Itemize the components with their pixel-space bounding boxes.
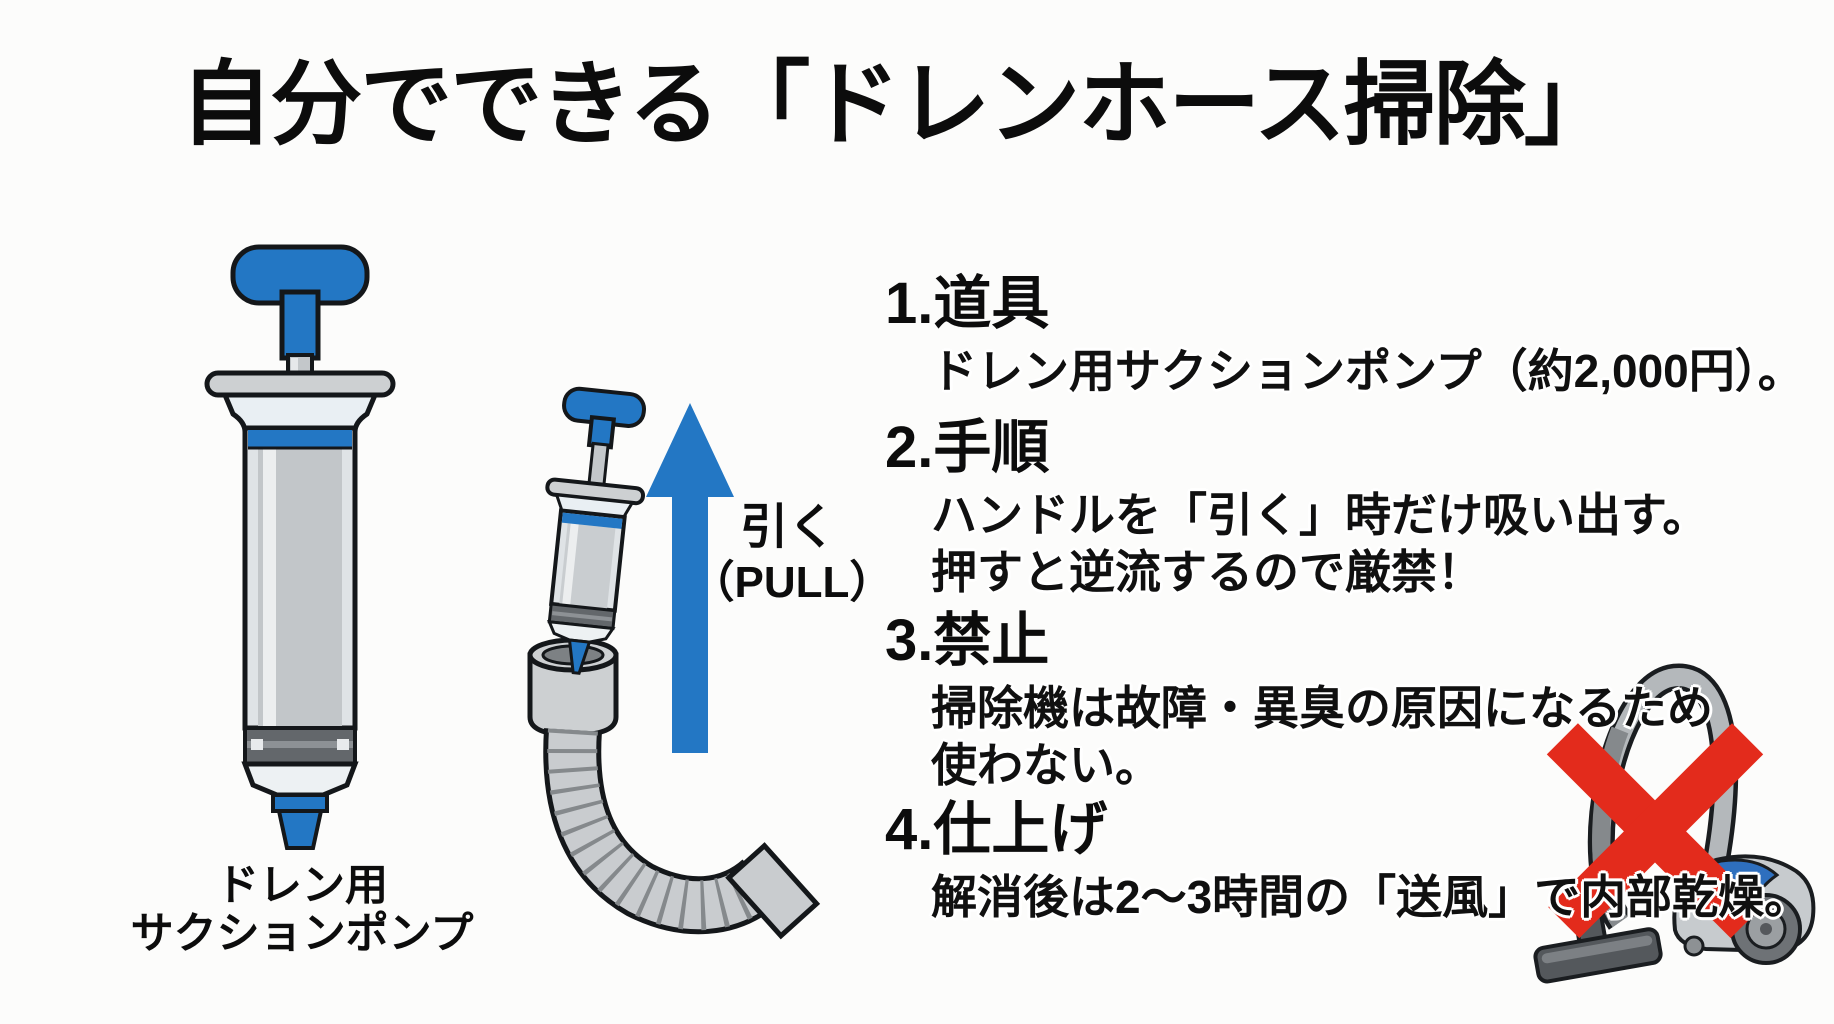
pump-caption-line1: ドレン用 [216, 862, 388, 910]
pump-caption-line2: サクションポンプ [130, 910, 474, 958]
step-2-line-2: 押すと逆流するので厳禁！ [931, 546, 1483, 598]
pump-small [545, 386, 646, 675]
step-3-heading: 3. 禁止 [885, 608, 1834, 674]
step-3-body: 掃除機は故障・異臭の原因になるため 使わない。 [931, 680, 1834, 794]
pump-flange [204, 370, 396, 398]
vacuum-floor-head [1533, 908, 1663, 984]
step-2-heading: 2. 手順 [885, 415, 1834, 481]
step-1: 1. 道具 ドレン用サクションポンプ（約2,000円）。 [885, 271, 1834, 400]
pull-label-en: （PULL） [691, 558, 894, 607]
pull-arrow-icon [646, 403, 734, 753]
pump-nozzle-icon [271, 793, 329, 813]
step-3: 3. 禁止 掃除機は故障・異臭の原因になるため 使わない。 [885, 608, 1834, 794]
steps-list: 1. 道具 ドレン用サクションポンプ（約2,000円）。 2. 手順 ハンドルを… [885, 0, 1834, 1024]
vacuum-canister [1672, 854, 1816, 965]
step-2-number: 2. [885, 415, 934, 480]
step-4-title: 仕上げ [933, 797, 1108, 862]
step-1-heading: 1. 道具 [885, 271, 1834, 337]
step-3-line-2: 使わない。 [931, 739, 1161, 791]
step-4-line-1: 解消後は2〜3時間の「送風」で内部乾燥。 [931, 871, 1811, 923]
step-3-number: 3. [885, 608, 934, 673]
red-x-icon [1546, 723, 1764, 939]
step-4-body: 解消後は2〜3時間の「送風」で内部乾燥。 [931, 869, 1834, 926]
step-2-title: 手順 [933, 415, 1050, 480]
step-3-line-1: 掃除機は故障・異臭の原因になるため [931, 682, 1713, 734]
step-2-body: ハンドルを「引く」時だけ吸い出す。 押すと逆流するので厳禁！ [931, 487, 1834, 601]
suction-pump-illustration [204, 244, 396, 850]
pump-in-hose-illustration: 引く （PULL） [527, 386, 894, 940]
step-1-number: 1. [885, 271, 934, 336]
pull-label-jp: 引く [740, 501, 836, 554]
step-2: 2. 手順 ハンドルを「引く」時だけ吸い出す。 押すと逆流するので厳禁！ [885, 415, 1834, 601]
step-1-title: 道具 [933, 271, 1050, 336]
page-title: 自分でできる「ドレンホース掃除」 [180, 54, 1616, 156]
pump-seal-band [248, 430, 352, 447]
step-3-title: 禁止 [933, 608, 1050, 673]
step-2-line-1: ハンドルを「引く」時だけ吸い出す。 [931, 489, 1709, 541]
drain-hose [543, 728, 821, 940]
step-4-number: 4. [885, 797, 934, 862]
step-4-heading: 4. 仕上げ [885, 797, 1834, 863]
step-1-line-1: ドレン用サクションポンプ（約2,000円）。 [931, 345, 1804, 397]
vacuum-cleaner-illustration [1533, 663, 1816, 984]
step-1-body: ドレン用サクションポンプ（約2,000円）。 [931, 343, 1834, 400]
step-4: 4. 仕上げ 解消後は2〜3時間の「送風」で内部乾燥。 [885, 797, 1834, 926]
pump-caption: ドレン用 サクションポンプ [95, 862, 509, 958]
